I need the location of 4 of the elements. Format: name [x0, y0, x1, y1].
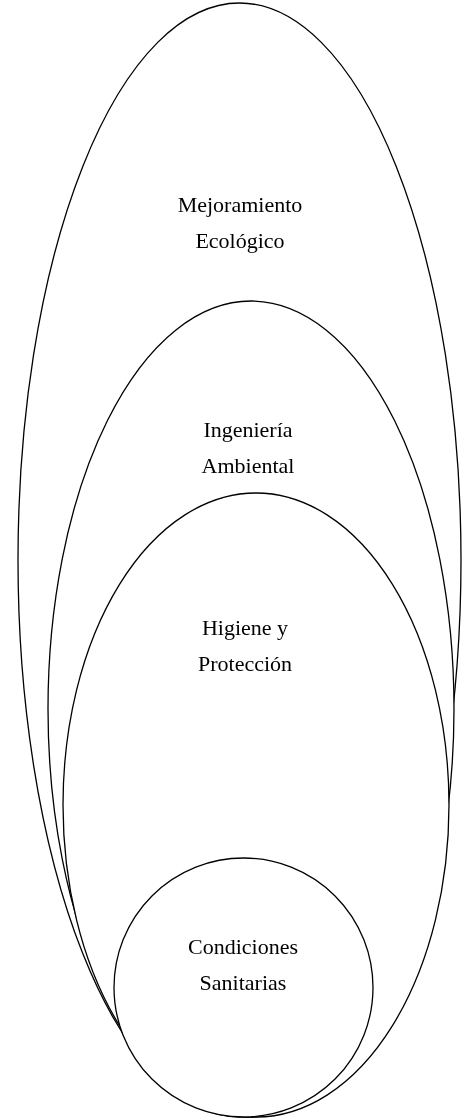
node-label: Higiene y Protección [196, 614, 294, 678]
node-label: Condiciones Sanitarias [187, 933, 299, 997]
node-label: Ingeniería Ambiental [200, 416, 296, 480]
node-label: Mejoramiento Ecológico [176, 191, 304, 255]
